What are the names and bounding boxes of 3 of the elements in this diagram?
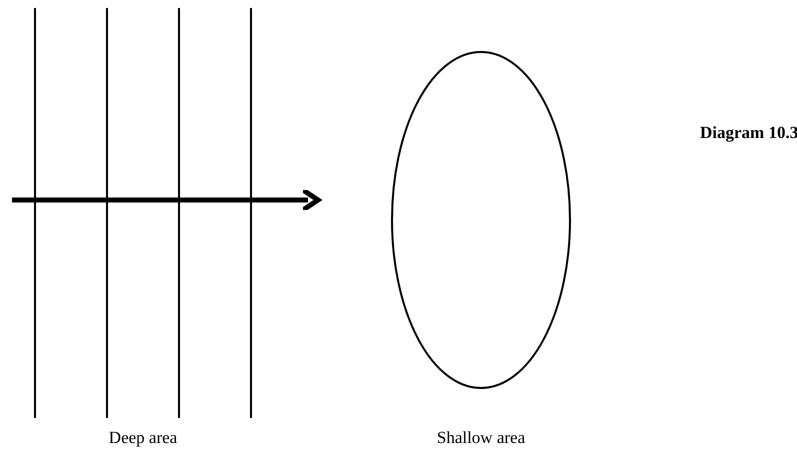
ellipse-outline — [391, 51, 571, 389]
area-label: Deep area — [108, 428, 178, 448]
area-label: Shallow area — [436, 428, 526, 448]
